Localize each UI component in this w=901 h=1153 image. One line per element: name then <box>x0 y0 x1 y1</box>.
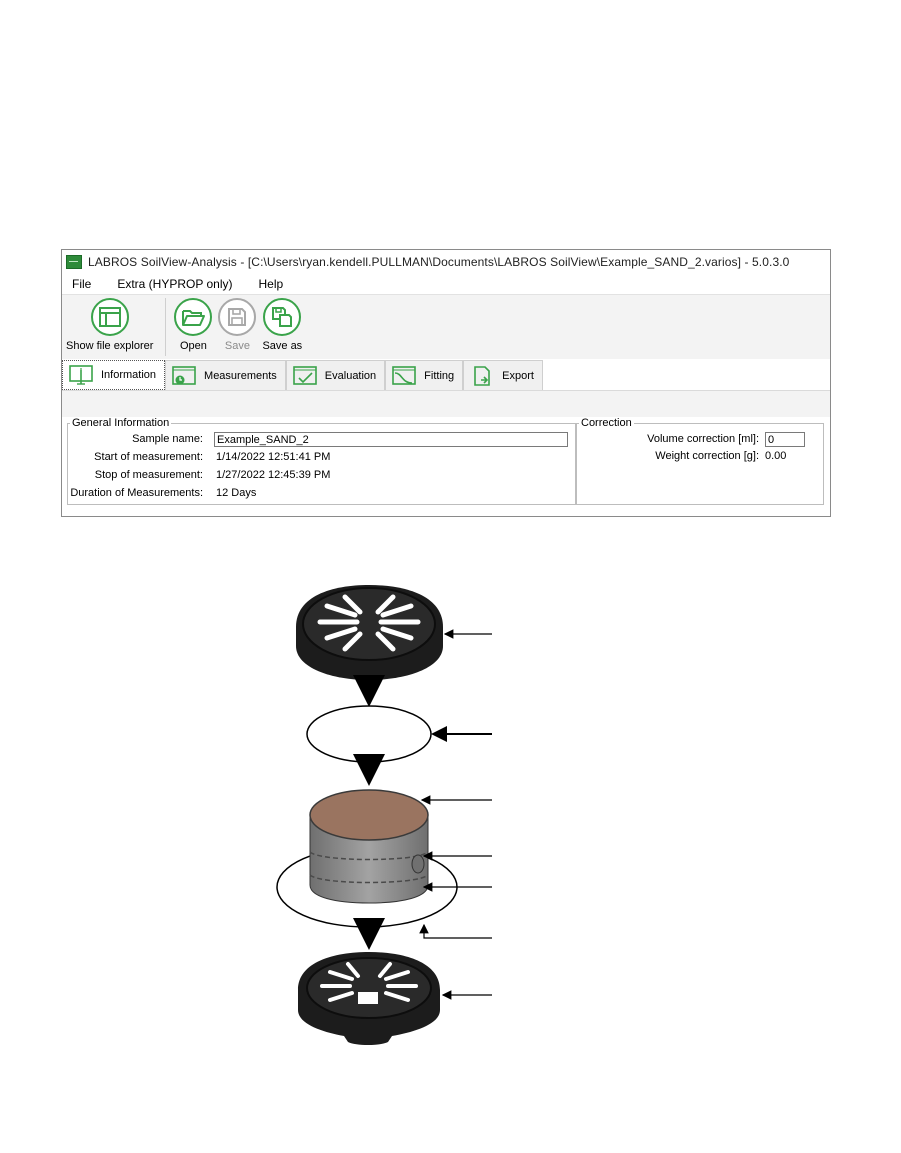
sample-name-input[interactable]: Example_SAND_2 <box>214 432 568 447</box>
save-as-label: Save as <box>262 340 303 352</box>
open-label: Open <box>179 340 207 352</box>
general-information-group: General Information Sample name: Example… <box>67 417 576 505</box>
tab-header-strip <box>62 390 830 417</box>
app-logo-icon <box>66 255 82 269</box>
duration-value: 12 Days <box>216 487 257 499</box>
start-of-measurement-label: Start of measurement: <box>94 451 203 463</box>
open-button[interactable]: Open <box>174 295 213 352</box>
show-file-explorer-label: Show file explorer <box>66 340 154 352</box>
top-grate-lid <box>296 585 443 680</box>
filter-disc <box>306 705 432 763</box>
callout-arrows <box>419 629 492 1000</box>
tab-export[interactable]: Export <box>463 360 543 390</box>
title-bar: LABROS SoilView-Analysis - [C:\Users\rya… <box>62 250 830 274</box>
floppy-disk-icon <box>218 298 257 336</box>
window-title: LABROS SoilView-Analysis - [C:\Users\rya… <box>88 255 790 269</box>
app-window: LABROS SoilView-Analysis - [C:\Users\rya… <box>61 249 831 517</box>
base-plate <box>276 846 458 928</box>
tab-evaluation[interactable]: Evaluation <box>285 360 386 390</box>
evaluation-tab-icon <box>292 365 317 385</box>
folder-open-icon <box>174 298 213 336</box>
fitting-tab-icon <box>392 365 416 385</box>
general-information-legend: General Information <box>72 417 170 429</box>
show-file-explorer-button[interactable]: Show file explorer <box>66 295 153 352</box>
menu-help[interactable]: Help <box>258 277 284 291</box>
toolbar: Show file explorer Open Save Save as <box>62 294 830 359</box>
tab-fitting-label: Fitting <box>424 369 455 382</box>
toolbar-separator <box>165 298 167 356</box>
tab-measurements[interactable]: Measurements <box>165 360 286 390</box>
tab-fitting[interactable]: Fitting <box>385 360 464 390</box>
weight-correction-label: Weight correction [g]: <box>655 450 759 462</box>
tab-export-label: Export <box>502 369 534 382</box>
volume-correction-input[interactable]: 0 <box>765 432 805 447</box>
soil-sample <box>309 789 429 841</box>
menu-bar: File Extra (HYPROP only) Help <box>62 274 830 294</box>
stop-of-measurement-value: 1/27/2022 12:45:39 PM <box>216 469 331 481</box>
menu-extra[interactable]: Extra (HYPROP only) <box>117 277 233 291</box>
save-label: Save <box>224 340 250 352</box>
sample-ring <box>309 789 429 904</box>
tab-evaluation-label: Evaluation <box>324 369 377 382</box>
correction-legend: Correction <box>581 417 632 429</box>
start-of-measurement-value: 1/14/2022 12:51:41 PM <box>216 451 331 463</box>
sample-name-label: Sample name: <box>132 433 203 445</box>
bottom-grate <box>298 952 440 1045</box>
correction-group: Correction Volume correction [ml]: 0 Wei… <box>576 417 824 505</box>
menu-file[interactable]: File <box>72 277 92 291</box>
save-button[interactable]: Save <box>218 295 257 352</box>
tab-measurements-label: Measurements <box>204 369 277 382</box>
volume-correction-label: Volume correction [ml]: <box>647 433 759 445</box>
stop-of-measurement-label: Stop of measurement: <box>94 469 203 481</box>
save-as-button[interactable]: Save as <box>262 295 302 352</box>
duration-label: Duration of Measurements: <box>70 487 203 499</box>
weight-correction-value: 0.00 <box>765 450 787 462</box>
information-panel: General Information Sample name: Example… <box>62 417 830 516</box>
export-tab-icon <box>474 365 490 386</box>
save-as-icon <box>263 298 302 336</box>
tab-information-label: Information <box>101 369 157 381</box>
tab-bar: Information Measurements Evaluation Fitt… <box>62 359 830 390</box>
tab-information[interactable]: Information <box>62 360 166 390</box>
file-explorer-icon <box>90 298 129 336</box>
information-tab-icon <box>69 365 93 385</box>
measurements-tab-icon <box>172 365 196 385</box>
